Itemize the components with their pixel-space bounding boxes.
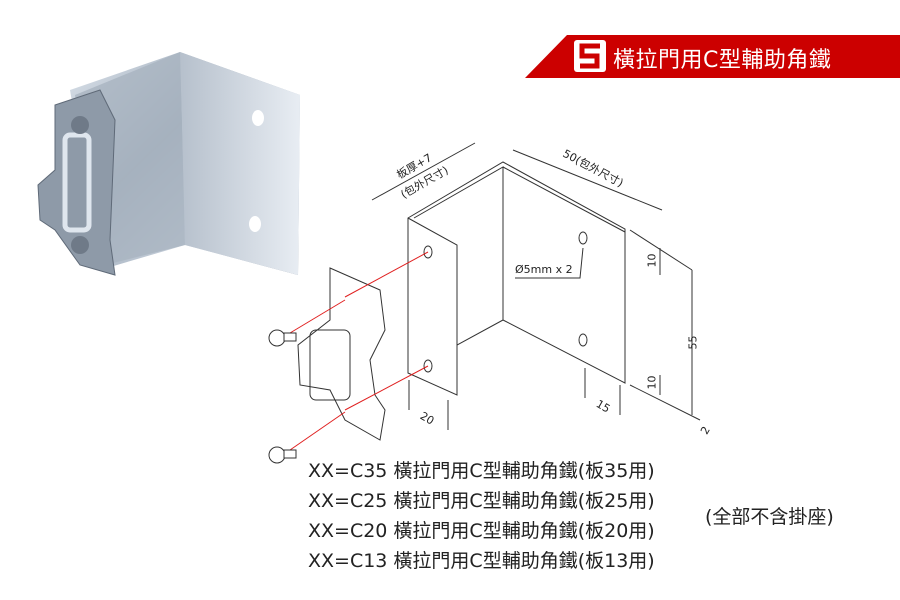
- model-line: XX=C13 橫拉門用C型輔助角鐵(板13用): [308, 550, 655, 572]
- model-line: XX=C25 橫拉門用C型輔助角鐵(板25用): [308, 490, 655, 512]
- dim-hole: Ø5mm x 2: [515, 263, 573, 276]
- model-line: XX=C35 橫拉門用C型輔助角鐵(板35用): [308, 460, 655, 482]
- title-banner: [525, 35, 900, 78]
- note-text: (全部不含掛座): [705, 506, 834, 528]
- brand-logo-icon: [574, 40, 606, 72]
- bracket-drawing: [289, 142, 701, 451]
- screw-icon: [268, 329, 297, 347]
- product-photo: [37, 52, 300, 276]
- dim-height: 55: [686, 335, 700, 350]
- dim-hole-offset-bottom: 10: [645, 375, 659, 390]
- banner-title: 橫拉門用C型輔助角鐵: [613, 48, 832, 73]
- dim-hole-offset-top: 10: [645, 253, 659, 268]
- model-line: XX=C20 橫拉門用C型輔助角鐵(板20用): [308, 520, 655, 542]
- screw-icon: [268, 446, 297, 464]
